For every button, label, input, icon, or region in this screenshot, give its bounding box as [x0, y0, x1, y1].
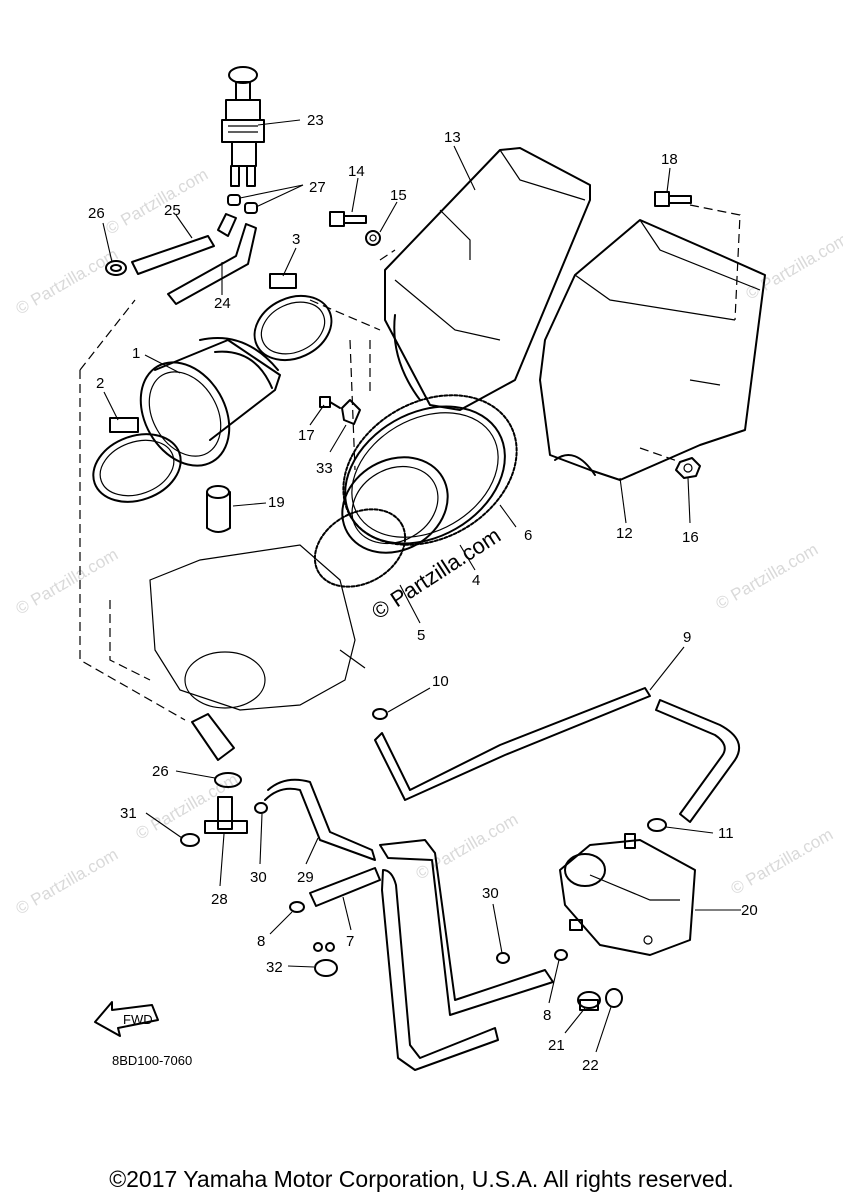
part-10-clamp — [372, 708, 388, 720]
svg-text:© Partzilla.com: © Partzilla.com — [103, 165, 212, 239]
label-7: 7 — [346, 933, 354, 950]
svg-text:© Partzilla.com: © Partzilla.com — [743, 230, 843, 304]
part-7-hose — [309, 867, 381, 907]
part-9-hose — [374, 687, 740, 823]
part-28-tee — [204, 796, 248, 834]
part-15-washer — [365, 230, 381, 246]
part-3-band-clamp — [253, 273, 333, 362]
label-28: 28 — [211, 891, 228, 908]
label-6: 6 — [524, 527, 532, 544]
label-30-right: 30 — [482, 885, 499, 902]
label-22: 22 — [582, 1057, 599, 1074]
label-11: 11 — [718, 825, 734, 842]
label-16: 16 — [682, 529, 699, 546]
part-6-ring — [342, 394, 518, 546]
part-11-clamp — [647, 818, 667, 832]
label-27: 27 — [309, 179, 326, 196]
part-2-band-clamp — [92, 417, 182, 503]
label-12: 12 — [616, 525, 633, 542]
label-19: 19 — [268, 494, 285, 511]
svg-text:FWD: FWD — [123, 1012, 153, 1027]
part-1-joint — [139, 337, 281, 467]
label-13: 13 — [444, 129, 461, 146]
label-30-left: 30 — [250, 869, 267, 886]
leader-lines — [102, 119, 741, 1053]
label-3: 3 — [292, 231, 300, 248]
label-17: 17 — [298, 427, 315, 444]
part-8-clamp-a — [289, 901, 305, 913]
part-20-fuel-pump — [559, 833, 696, 956]
svg-text:© Partzilla.com: © Partzilla.com — [728, 825, 837, 899]
label-29: 29 — [297, 869, 314, 886]
svg-text:© Partzilla.com: © Partzilla.com — [13, 845, 122, 919]
label-26-lower: 26 — [152, 763, 169, 780]
part-27-caps — [227, 194, 258, 214]
part-13-case-cover — [384, 147, 591, 411]
svg-text:© Partzilla.com: © Partzilla.com — [413, 810, 522, 884]
label-1: 1 — [132, 345, 140, 362]
label-10: 10 — [432, 673, 449, 690]
part-30-clamp-b — [496, 952, 510, 964]
label-23: 23 — [307, 112, 324, 129]
label-21: 21 — [548, 1037, 565, 1054]
part-26-clamp-top — [105, 260, 127, 276]
part-16-nut — [675, 457, 701, 479]
label-9: 9 — [683, 629, 691, 646]
part-26-clamp-lower — [191, 713, 242, 788]
label-14: 14 — [348, 163, 365, 180]
part-12-case — [539, 219, 766, 481]
part-17-screw — [319, 396, 341, 409]
label-15: 15 — [390, 187, 407, 204]
svg-text:© Partzilla.com: © Partzilla.com — [13, 545, 122, 619]
part-25-hose — [131, 235, 215, 275]
part-19-cap — [206, 485, 231, 533]
dashed-guides — [79, 204, 741, 721]
label-31: 31 — [120, 805, 137, 822]
part-18-bolt — [654, 191, 692, 207]
label-26: 26 — [88, 205, 105, 222]
svg-text:© Partzilla.com: © Partzilla.com — [13, 245, 122, 319]
part-30-clamp-a — [254, 802, 268, 814]
label-5: 5 — [417, 627, 425, 644]
label-18: 18 — [661, 151, 678, 168]
label-20: 20 — [741, 902, 758, 919]
svg-text:© Partzilla.com: © Partzilla.com — [713, 540, 822, 614]
label-25: 25 — [164, 202, 181, 219]
part-23-valve — [221, 66, 265, 187]
part-31-clamp — [180, 833, 200, 847]
fwd-arrow: FWD — [94, 1001, 159, 1037]
part-22-washer — [605, 988, 623, 1008]
part-24-hose — [167, 213, 257, 305]
label-32: 32 — [266, 959, 283, 976]
diagram-code: 8BD100-7060 — [112, 1053, 192, 1068]
part-21-plug — [577, 991, 601, 1011]
return-hose — [379, 839, 554, 1071]
label-8-right: 8 — [543, 1007, 551, 1024]
part-32-clip — [313, 942, 338, 977]
part-29-hose — [264, 778, 376, 861]
part-33-clip — [341, 399, 361, 425]
part-number-labels: 23 27 25 26 24 3 1 2 14 15 17 33 13 18 1… — [88, 112, 758, 1074]
label-2: 2 — [96, 375, 104, 392]
part-14-bolt — [329, 211, 367, 227]
part-8-clamp-b — [554, 949, 568, 961]
copyright-notice: ©2017 Yamaha Motor Corporation, U.S.A. A… — [109, 1166, 734, 1192]
carburetor-outline — [149, 544, 366, 711]
label-8-left: 8 — [257, 933, 265, 950]
watermarks: © Partzilla.com © Partzilla.com © Partzi… — [13, 165, 843, 919]
label-33: 33 — [316, 460, 333, 477]
label-4: 4 — [472, 572, 480, 589]
part-5-o-ring — [313, 508, 407, 588]
label-24: 24 — [214, 295, 231, 312]
